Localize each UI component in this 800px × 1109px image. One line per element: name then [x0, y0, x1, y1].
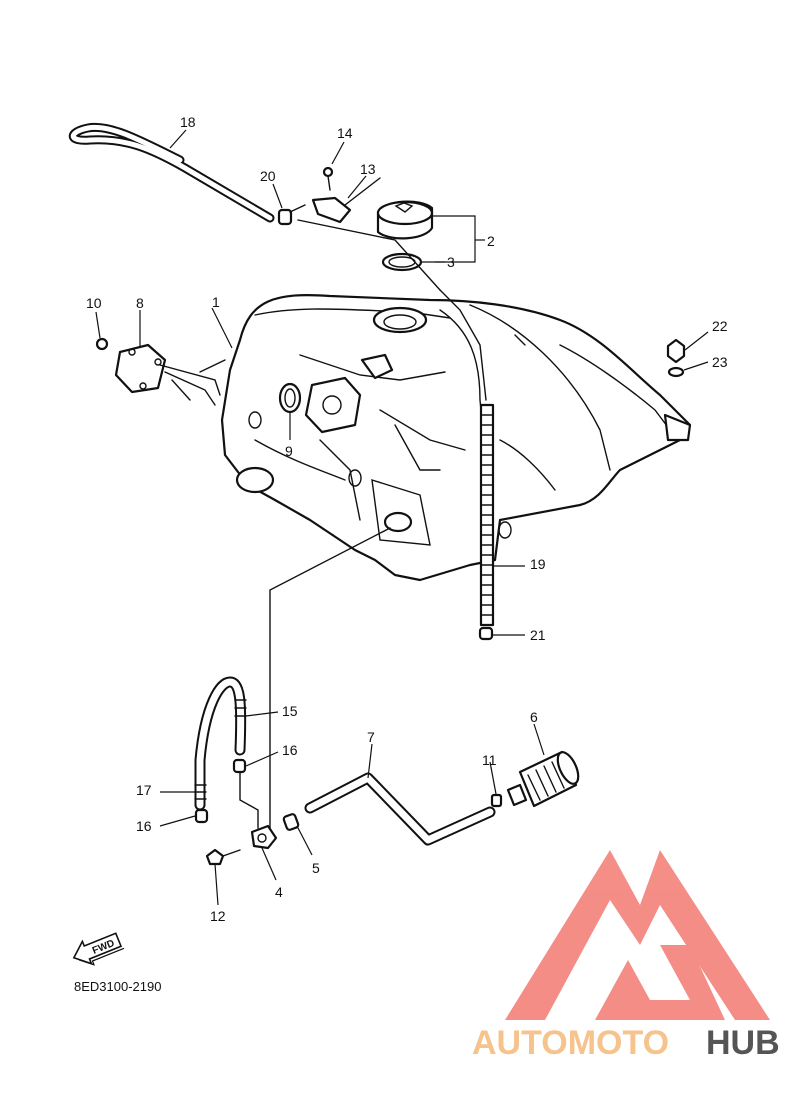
fuel-tank — [220, 293, 692, 582]
callout-21: 21 — [530, 627, 546, 643]
watermark-text: AUTOMOTO HUB — [472, 1024, 780, 1062]
callout-23: 23 — [712, 354, 728, 370]
washer-23 — [667, 366, 685, 378]
fuel-filter-6 — [506, 750, 580, 808]
callout-20: 20 — [260, 168, 276, 184]
fuel-cap — [376, 200, 434, 240]
callout-16-lower: 16 — [136, 818, 152, 834]
callout-19: 19 — [530, 556, 546, 572]
callout-18: 18 — [180, 114, 196, 130]
hose-19 — [439, 289, 495, 627]
screw-12 — [205, 848, 241, 866]
gasket-9 — [278, 382, 302, 414]
callout-9: 9 — [285, 443, 293, 459]
breather-hose-18 — [68, 122, 275, 223]
callout-numbers: 1 2 3 4 5 6 7 8 9 10 11 12 13 14 15 16 1… — [86, 114, 728, 924]
callout-14: 14 — [337, 125, 353, 141]
leader-lines — [95, 129, 709, 906]
callout-2: 2 — [487, 233, 495, 249]
nut-22 — [666, 338, 686, 364]
callout-16-upper: 16 — [282, 742, 298, 758]
hose-17 — [194, 676, 247, 811]
watermark-text-part2: HUB — [706, 1024, 780, 1062]
clip-16-lower — [194, 808, 209, 824]
callout-7: 7 — [367, 729, 375, 745]
clip-16-upper — [232, 758, 247, 774]
callout-11: 11 — [482, 752, 497, 768]
callout-4: 4 — [275, 884, 283, 900]
callout-13: 13 — [360, 161, 376, 177]
clip-5 — [282, 813, 300, 831]
callout-10: 10 — [86, 295, 102, 311]
callout-6: 6 — [530, 709, 538, 725]
callout-17: 17 — [136, 782, 152, 798]
callout-8: 8 — [136, 295, 144, 311]
hose-link — [239, 771, 259, 829]
callout-22: 22 — [712, 318, 728, 334]
diagram-code: 8ED3100-2190 — [74, 979, 161, 994]
callout-3: 3 — [447, 254, 455, 270]
fwd-arrow: FWD — [72, 932, 125, 966]
clip-11 — [490, 793, 503, 808]
callout-1: 1 — [212, 294, 220, 310]
fuel-pump-assembly — [114, 343, 226, 406]
fuel-cock-4 — [250, 824, 278, 850]
clip-20 — [277, 208, 293, 226]
watermark-text-part1: AUTOMOTO — [472, 1024, 669, 1062]
dash-line-drain — [269, 527, 391, 831]
callout-15: 15 — [282, 703, 298, 719]
screw-14 — [322, 166, 334, 191]
callout-5: 5 — [312, 860, 320, 876]
clip-21 — [478, 626, 494, 641]
callout-12: 12 — [210, 908, 226, 924]
bracket-13 — [289, 177, 441, 291]
hose-7 — [304, 772, 496, 846]
screw-10 — [95, 337, 109, 351]
watermark-logo — [505, 850, 770, 1020]
